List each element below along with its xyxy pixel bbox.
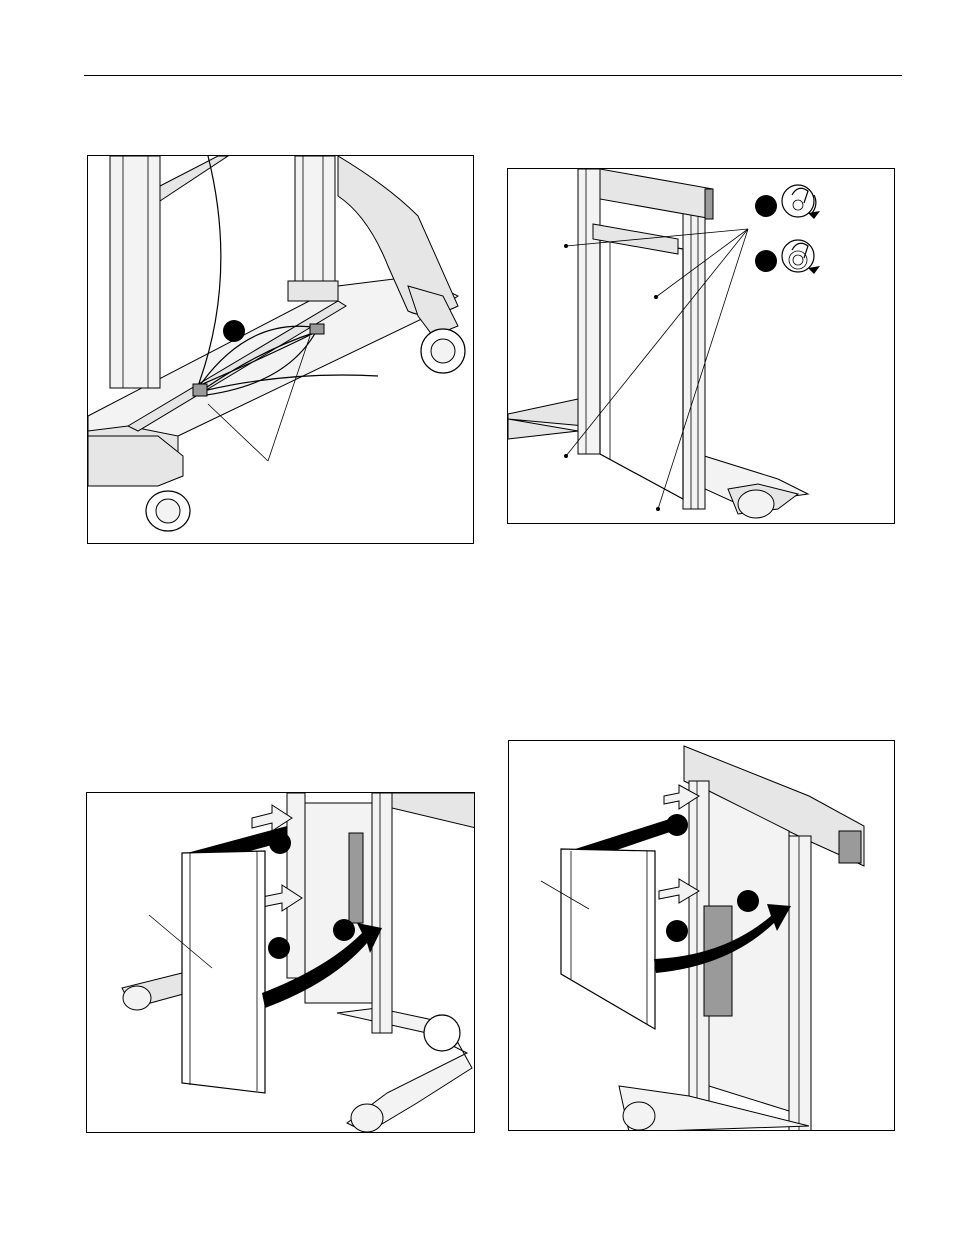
step-marker xyxy=(666,814,688,836)
rotate-clockwise-icon xyxy=(782,185,820,219)
step-marker xyxy=(223,320,245,342)
rotate-clockwise-icon xyxy=(782,240,820,274)
side-panel-illustration xyxy=(87,793,475,1133)
side-panel-tall-illustration xyxy=(509,741,895,1131)
step-marker xyxy=(333,919,355,941)
figure-cable-routing xyxy=(87,155,474,544)
figure-side-panel-install-tall xyxy=(508,740,895,1131)
step-marker xyxy=(737,890,759,912)
step-marker xyxy=(755,195,777,217)
step-marker xyxy=(268,937,290,959)
figure-side-panel-install xyxy=(86,792,475,1133)
back-panel-illustration xyxy=(508,169,895,524)
step-marker xyxy=(666,920,688,942)
step-marker xyxy=(755,250,777,272)
step-marker xyxy=(269,832,291,854)
figure-back-panel-screws xyxy=(507,168,895,524)
header-rule xyxy=(84,75,902,76)
cart-base-illustration xyxy=(88,156,474,544)
